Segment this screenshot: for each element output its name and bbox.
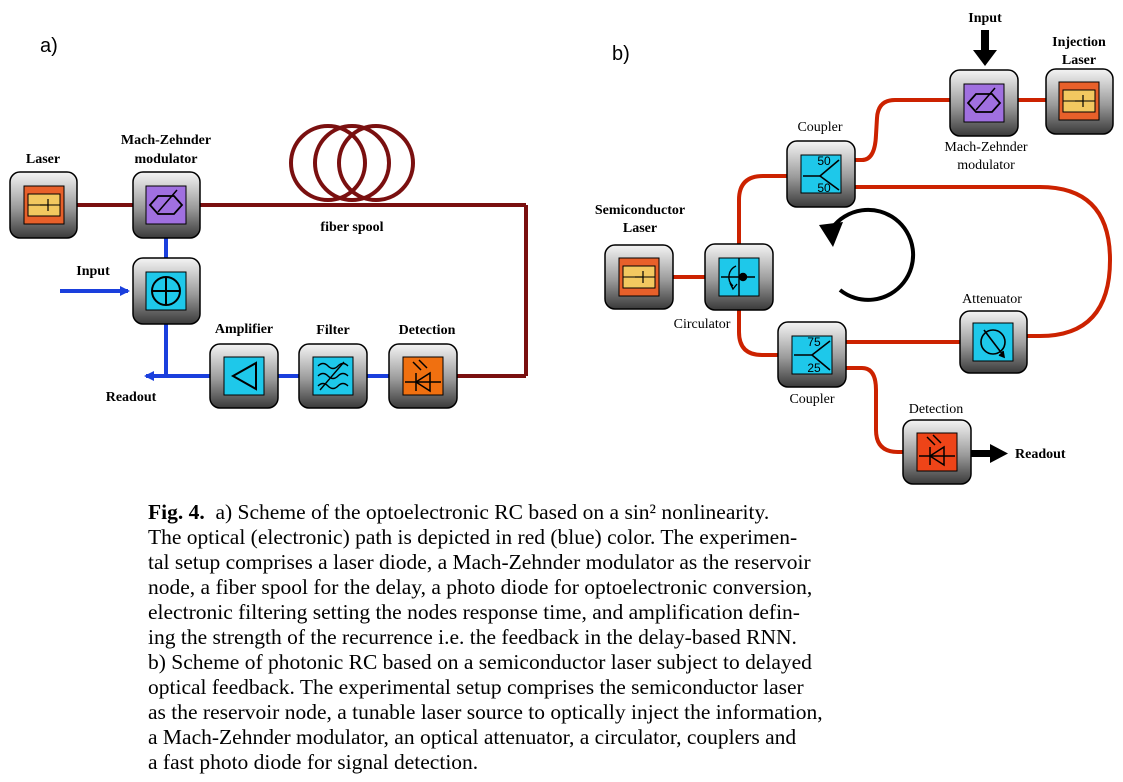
- semiconductor-laser-box: [604, 244, 674, 310]
- laser-diode-icon: [40, 199, 49, 211]
- caption-line-11: a fast photo diode for signal detection.: [148, 750, 479, 774]
- caption-line-4: node, a fiber spool for the delay, a pho…: [148, 575, 813, 599]
- semiconductor-laser-label-line1: Semiconductor: [595, 203, 685, 218]
- caption-line-9: as the reservoir node, a tunable laser s…: [148, 700, 823, 724]
- readout-label: Readout: [106, 390, 157, 405]
- laser-diode-icon: [1075, 95, 1084, 107]
- coupler-bottom-ratio-a: 75: [807, 335, 821, 349]
- panel-a-label: a): [40, 35, 58, 57]
- panel-a-electronic-path: [60, 238, 390, 381]
- fiber-spool-icon: [289, 124, 415, 202]
- figure-caption: Fig. 4. a) Scheme of the optoelectronic …: [148, 500, 976, 775]
- modulator-icon: [966, 93, 1002, 113]
- coupler-top-ratio-b: 50: [817, 181, 831, 195]
- mzm-b-box: [949, 69, 1019, 137]
- detection-label: Detection: [399, 323, 456, 338]
- readout-arrow-icon: [971, 444, 1008, 463]
- laser-label: Laser: [26, 152, 60, 167]
- panel-b-optical-path: [672, 98, 1113, 454]
- circulator-label: Circulator: [674, 317, 731, 332]
- readout-b-label: Readout: [1015, 447, 1066, 462]
- coupler-top-label: Coupler: [797, 120, 842, 135]
- mzm-b-label-line2: modulator: [957, 158, 1015, 173]
- mzm-label-line2: modulator: [135, 152, 198, 167]
- semiconductor-laser-label-line2: Laser: [623, 221, 657, 236]
- coupler-top-ratio-a: 50: [817, 154, 831, 168]
- figure-diagram: a) fiber spool Laser Mach-Zehnder m: [9, 11, 1114, 485]
- input-b-label: Input: [968, 11, 1002, 26]
- caption-line-1: Fig. 4. a) Scheme of the optoelectronic …: [148, 500, 976, 525]
- coupler-bottom-ratio-b: 25: [807, 361, 821, 375]
- filter-label: Filter: [316, 323, 349, 338]
- coupler-icon: [803, 159, 840, 191]
- injection-laser-box: [1045, 68, 1114, 135]
- photodiode-icon: [405, 359, 441, 393]
- filter-icon: [317, 361, 349, 391]
- input-arrow-icon: [973, 30, 997, 66]
- sum-icon: [151, 276, 181, 306]
- caption-line-10: a Mach-Zehnder modulator, an optical att…: [148, 725, 797, 749]
- caption-line-1-text: a) Scheme of the optoelectronic RC based…: [215, 500, 770, 524]
- caption-line-3: tal setup comprises a laser diode, a Mac…: [148, 550, 811, 574]
- injection-laser-label-line1: Injection: [1052, 35, 1106, 50]
- adder-box: [132, 257, 201, 325]
- attenuator-label: Attenuator: [962, 292, 1022, 307]
- caption-line-7: b) Scheme of photonic RC based on a semi…: [148, 650, 812, 674]
- coupler-top-box: 50 50: [786, 140, 856, 208]
- laser-box: [9, 171, 78, 239]
- detection-b-box: [902, 419, 972, 485]
- panel-a-optical-path: [72, 203, 528, 378]
- filter-box: [298, 343, 368, 409]
- fiber-spool-label: fiber spool: [320, 220, 383, 235]
- amplifier-label: Amplifier: [215, 322, 273, 337]
- caption-line-5: electronic filtering setting the nodes r…: [148, 600, 800, 624]
- modulator-icon: [148, 195, 184, 215]
- detection-box: [388, 343, 458, 409]
- coupler-bottom-label: Coupler: [789, 392, 834, 407]
- mzm-box: [132, 171, 201, 239]
- detection-b-label: Detection: [909, 402, 963, 417]
- circulator-box: [704, 243, 774, 311]
- attenuator-box: [959, 310, 1028, 374]
- attenuator-icon: [980, 329, 1006, 359]
- coupler-icon: [794, 340, 831, 371]
- coupler-bottom-box: 75 25: [777, 321, 847, 388]
- caption-line-6: ing the strength of the recurrence i.e. …: [148, 625, 797, 649]
- caption-fig-number: Fig. 4.: [148, 500, 205, 524]
- input-label: Input: [76, 264, 110, 279]
- panel-b-label: b): [612, 43, 630, 65]
- amplifier-icon: [230, 361, 257, 391]
- photodiode-icon: [919, 434, 955, 467]
- laser-diode-icon: [635, 271, 644, 283]
- injection-laser-label-line2: Laser: [1062, 53, 1096, 68]
- caption-line-2: The optical (electronic) path is depicte…: [148, 525, 798, 549]
- circulator-icon: [721, 258, 755, 296]
- mzm-label-line1: Mach-Zehnder: [121, 133, 211, 148]
- caption-line-8: optical feedback. The experimental setup…: [148, 675, 804, 699]
- amplifier-box: [209, 343, 279, 409]
- rotation-arrow-icon: [819, 207, 916, 302]
- mzm-b-label-line1: Mach-Zehnder: [944, 140, 1028, 155]
